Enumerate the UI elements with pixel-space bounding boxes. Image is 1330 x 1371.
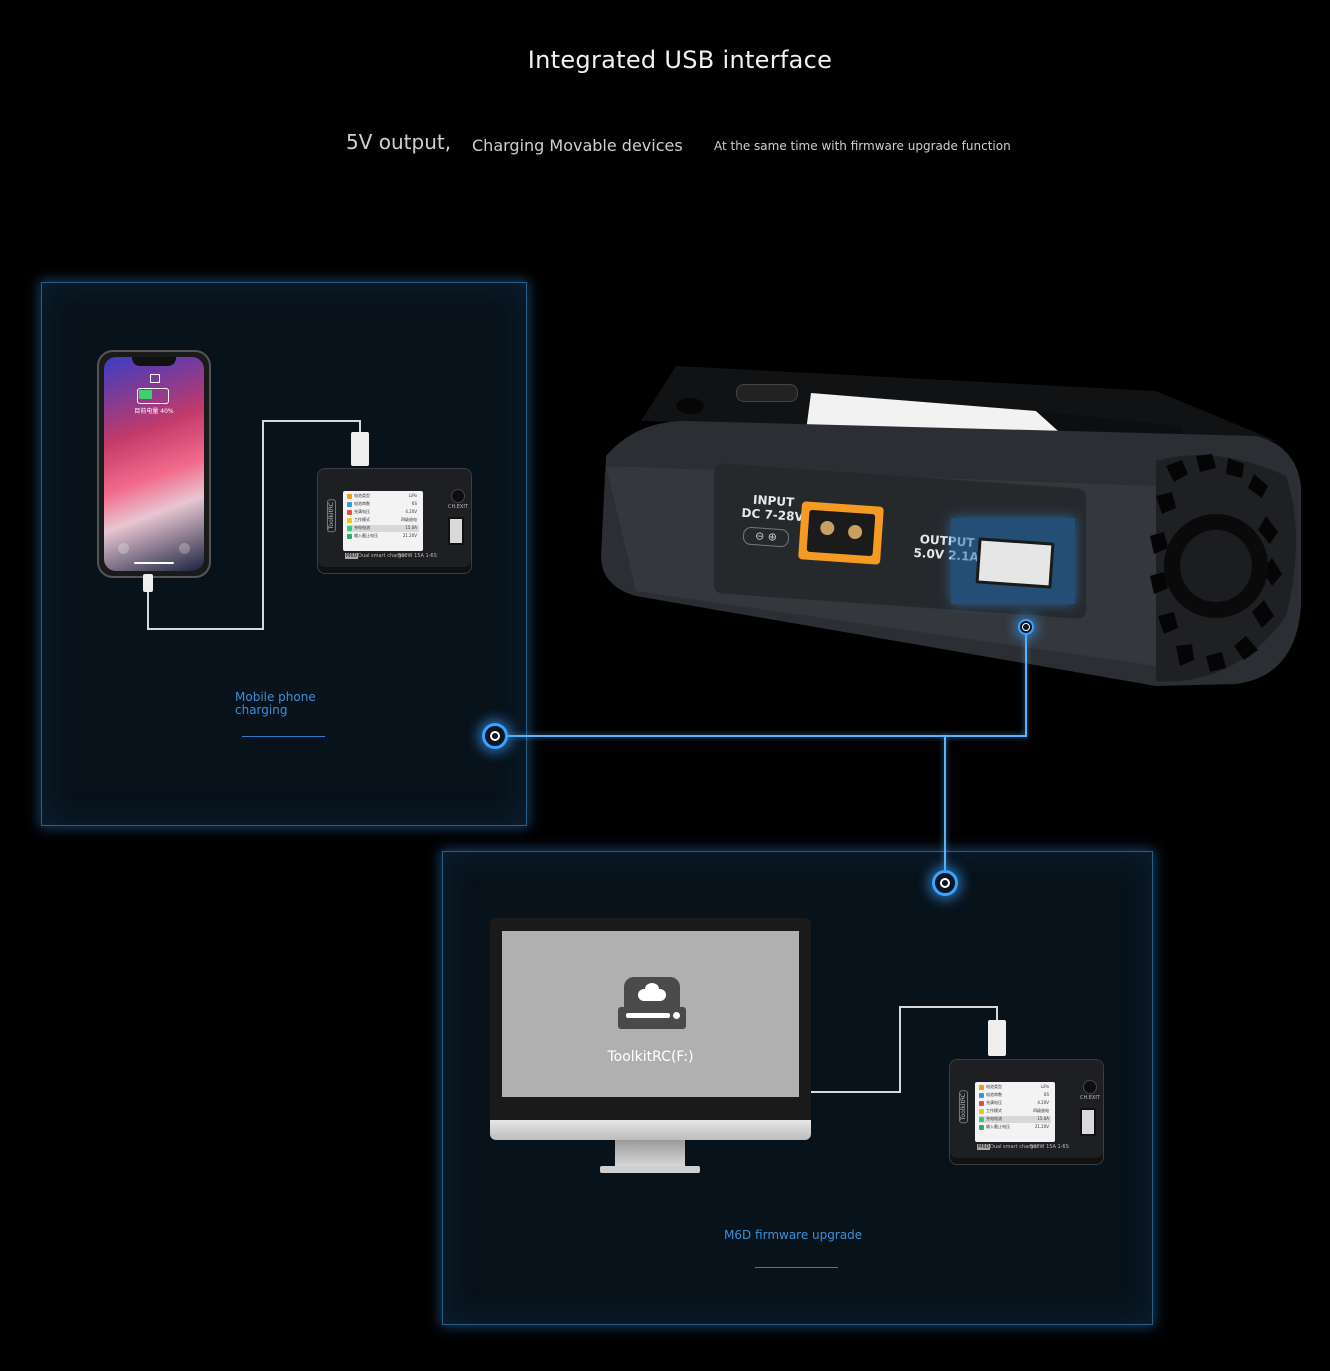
row-label: 电池类型 xyxy=(354,493,370,498)
usb-port xyxy=(448,517,464,545)
caption-underline xyxy=(242,736,325,737)
connector-line xyxy=(944,735,946,871)
firmware-caption: M6D firmware upgrade xyxy=(724,1228,863,1242)
connector-line xyxy=(505,735,1027,737)
status-dot xyxy=(347,494,352,499)
row-label: 充满电压 xyxy=(354,509,370,514)
row-value: 4.20V xyxy=(405,509,417,514)
row-label: 工作模式 xyxy=(354,517,370,522)
lock-icon xyxy=(150,374,160,383)
fan-vent xyxy=(1136,446,1296,686)
ch-exit-key xyxy=(676,398,704,414)
mini-charger-2: ToolkitRC 电池类型 LiPo 电池串数 6S 充满电压 4.20V 工作模式… xyxy=(949,1059,1104,1165)
model-label: M6D xyxy=(345,553,359,559)
usb-port xyxy=(1080,1108,1096,1136)
spec-label: 500W 15A 1-6S xyxy=(398,553,437,559)
main-charger-device: INPUT DC 7-28V ⊖ ⊕ OUTPUT 5.0V 2.1A xyxy=(596,366,1306,696)
row-value: 15.0A xyxy=(1037,1116,1049,1121)
caption-line-1: Mobile phone xyxy=(235,690,316,704)
usb-plug xyxy=(988,1020,1006,1056)
row-value: 四级放电 xyxy=(401,517,417,522)
connector-line xyxy=(1025,634,1027,737)
monitor-stand xyxy=(615,1140,685,1168)
xt60-connector xyxy=(798,501,884,565)
usb-output-port xyxy=(975,537,1055,589)
lightning-plug xyxy=(143,574,153,592)
polarity-icons: ⊖ ⊕ xyxy=(742,526,790,548)
row-value: 6S xyxy=(411,501,417,506)
mini-charger-1: ToolkitRC 电池类型 LiPo 电池串数 6S 充满电压 4.20V 工作模式… xyxy=(317,468,472,574)
subtitle-charging: Charging Movable devices xyxy=(472,136,683,155)
caption-underline xyxy=(755,1267,838,1268)
phone-screen xyxy=(104,357,204,571)
row-value: LiPo xyxy=(408,493,417,498)
page-title: Integrated USB interface xyxy=(527,46,833,74)
mini-charger-screen: 电池类型 LiPo 电池串数 6S 充满电压 4.20V 工作模式 四级放电 充电电流 1… xyxy=(343,491,423,551)
ch-exit-button xyxy=(451,489,465,503)
row-value: 4.20V xyxy=(1037,1100,1049,1105)
drive-icon xyxy=(618,977,686,1029)
flashlight-icon xyxy=(118,543,129,554)
ch-exit-button xyxy=(1083,1080,1097,1094)
brand-label: ToolkitRC xyxy=(959,1090,968,1124)
monitor-base xyxy=(600,1166,700,1173)
monitor-chin xyxy=(490,1120,811,1140)
row-label: 充满电压 xyxy=(986,1100,1002,1105)
row-value: 21.20V xyxy=(1034,1124,1049,1129)
phone-illustration: 目前电量 40% xyxy=(97,350,211,578)
input-label: INPUT DC 7-28V xyxy=(741,492,805,525)
link-node-usb xyxy=(1018,619,1034,635)
desc-label: Dual smart charger xyxy=(358,553,407,559)
ch-exit-label: CH.EXIT xyxy=(1080,1095,1100,1101)
row-value: 四级放电 xyxy=(1033,1108,1049,1113)
scroll-wheel xyxy=(736,384,798,402)
ch-exit-label: CH.EXIT xyxy=(448,504,468,510)
row-label: 充电电流 xyxy=(986,1116,1002,1121)
row-label: 电池串数 xyxy=(986,1092,1002,1097)
row-label: 电池串数 xyxy=(354,501,370,506)
row-value: 21.20V xyxy=(402,533,417,538)
row-value: 6S xyxy=(1043,1092,1049,1097)
model-label: M6D xyxy=(977,1144,991,1150)
home-indicator xyxy=(134,562,174,564)
subtitle-output: 5V output, xyxy=(346,130,452,154)
phone-charging-caption: Mobile phone charging xyxy=(235,691,316,717)
camera-icon xyxy=(179,543,190,554)
caption-line-2: charging xyxy=(235,703,288,717)
row-value: LiPo xyxy=(1040,1084,1049,1089)
link-node-pc xyxy=(932,870,958,896)
monitor-illustration: ToolkitRC(F:) xyxy=(490,918,811,1173)
drive-label[interactable]: ToolkitRC(F:) xyxy=(607,1049,694,1065)
row-label: 工作模式 xyxy=(986,1108,1002,1113)
row-label: 充电电流 xyxy=(354,525,370,530)
row-label: 输入截止电压 xyxy=(986,1124,1010,1129)
subtitle-firmware: At the same time with firmware upgrade f… xyxy=(714,139,1011,153)
row-value: 15.0A xyxy=(405,525,417,530)
phone-notch xyxy=(132,357,176,366)
usb-plug xyxy=(351,432,369,466)
brand-label: ToolkitRC xyxy=(327,499,336,533)
battery-icon xyxy=(137,388,169,404)
desc-label: Dual smart charger xyxy=(990,1144,1039,1150)
mini-charger-screen: 电池类型 LiPo 电池串数 6S 充满电压 4.20V 工作模式 四级放电 充电电流 1… xyxy=(975,1082,1055,1142)
row-label: 电池类型 xyxy=(986,1084,1002,1089)
link-node-phone xyxy=(482,723,508,749)
phone-battery-status: 目前电量 40% xyxy=(134,408,174,415)
spec-label: 500W 15A 1-6S xyxy=(1030,1144,1069,1150)
row-label: 输入截止电压 xyxy=(354,533,378,538)
